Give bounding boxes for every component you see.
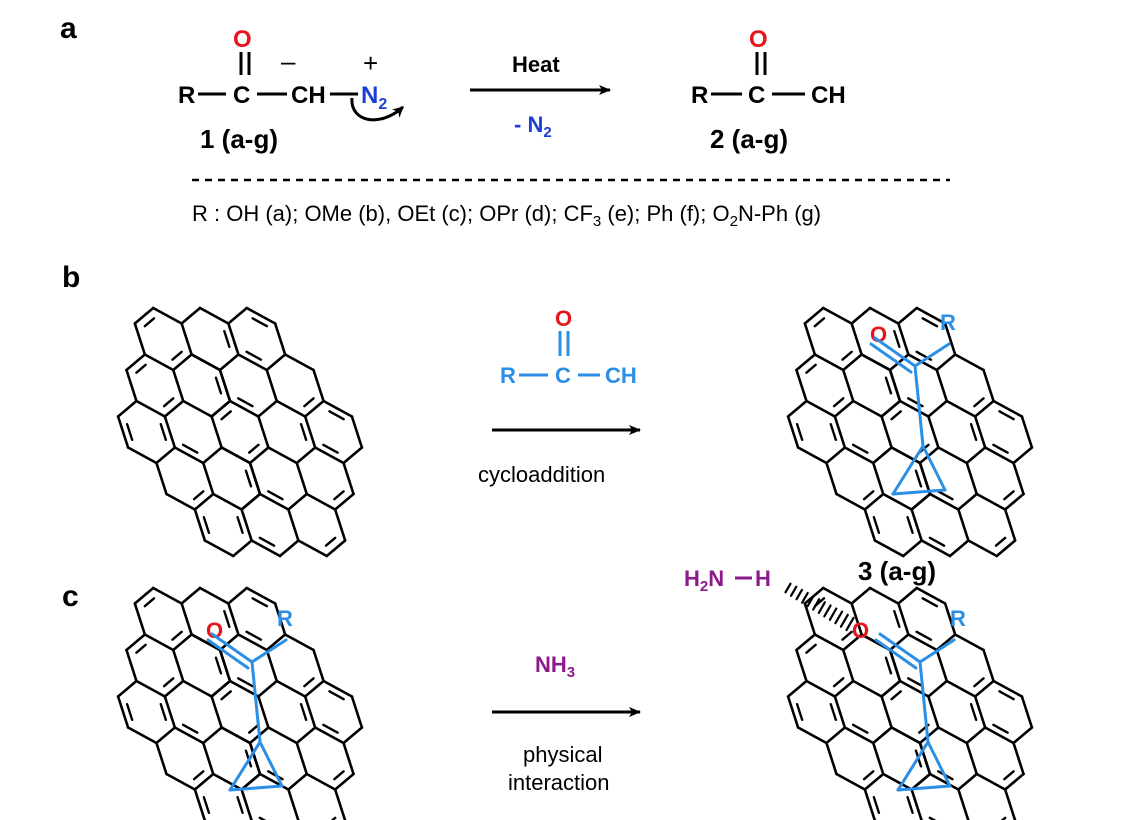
reactant-N: N2 (361, 82, 387, 113)
reactant-R: R (178, 82, 195, 109)
ammonia-H: H (755, 566, 771, 591)
arrow-label-physical: physical (523, 742, 602, 767)
reagent-CH: CH (605, 363, 637, 388)
panel-letter-c: c (62, 580, 79, 613)
product-CH: CH (811, 82, 846, 109)
product-label-3: 3 (a-g) (858, 556, 936, 586)
panel-letter-a: a (60, 12, 77, 45)
reactant-O: O (233, 26, 252, 53)
product-O: O (749, 26, 768, 53)
reactant-1: R C O – CH + N2 (178, 26, 405, 122)
panel-b: b R C O CH cycloaddition O R 3 (a-g) (62, 261, 1034, 586)
ammonia-h-bond: H2N H (684, 566, 855, 632)
graphene-sheet-icon (786, 586, 1034, 820)
adduct-R: R (940, 310, 956, 335)
adduct-R: R (277, 606, 293, 631)
panel-a: a R C O – CH + N2 1 (a-g) Heat - N2 R C (60, 12, 950, 230)
cyclopropane-adduct: O R (869, 310, 956, 496)
diazonium-plus: + (363, 48, 378, 78)
carbanion-minus: – (281, 46, 296, 76)
graphene-sheet-icon (116, 306, 364, 558)
graphene-sheet-icon (786, 306, 1034, 558)
adduct-O: O (852, 618, 869, 643)
reactant-CH: CH (291, 82, 326, 109)
reagent-C: C (555, 363, 571, 388)
product-C: C (748, 82, 765, 109)
reagent-ammonia: NH3 (535, 652, 575, 681)
product-2: R C O CH (691, 26, 846, 109)
ammonia-label: H2N (684, 566, 724, 595)
product-label: 2 (a-g) (710, 124, 788, 154)
condition-heat: Heat (512, 52, 560, 77)
arrow-label-cycloaddition: cycloaddition (478, 462, 605, 487)
cyclopropane-adduct: O R (852, 606, 966, 792)
cyclopropane-adduct: O R (206, 606, 293, 792)
reagent-O: O (555, 306, 572, 331)
condition-minus-N2: - N2 (514, 112, 552, 141)
reagent-R: R (500, 363, 516, 388)
adduct-O: O (870, 322, 887, 347)
substituent-list: R : OH (a); OMe (b), OEt (c); OPr (d); C… (192, 201, 821, 230)
reactant-C: C (233, 82, 250, 109)
panel-letter-b: b (62, 261, 80, 294)
hydrogen-bond-hashes (784, 582, 855, 632)
adduct-R: R (950, 606, 966, 631)
reactant-label: 1 (a-g) (200, 124, 278, 154)
carbene-reagent: R C O CH (500, 306, 637, 388)
product-R: R (691, 82, 708, 109)
adduct-O: O (206, 618, 223, 643)
electron-arrow-icon (350, 97, 405, 122)
arrow-label-interaction: interaction (508, 770, 610, 795)
graphene-sheet-icon (116, 586, 364, 820)
panel-c: c O R NH3 physical interaction O R H2N H (62, 566, 1034, 820)
